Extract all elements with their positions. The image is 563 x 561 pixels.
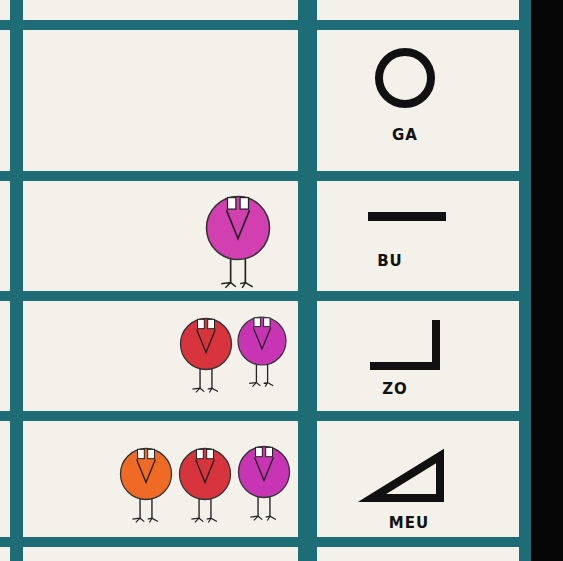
count-word: MEU	[389, 516, 429, 531]
count-word: ZO	[382, 382, 408, 397]
count-word: BU	[377, 254, 403, 269]
count-word: GA	[392, 128, 418, 143]
